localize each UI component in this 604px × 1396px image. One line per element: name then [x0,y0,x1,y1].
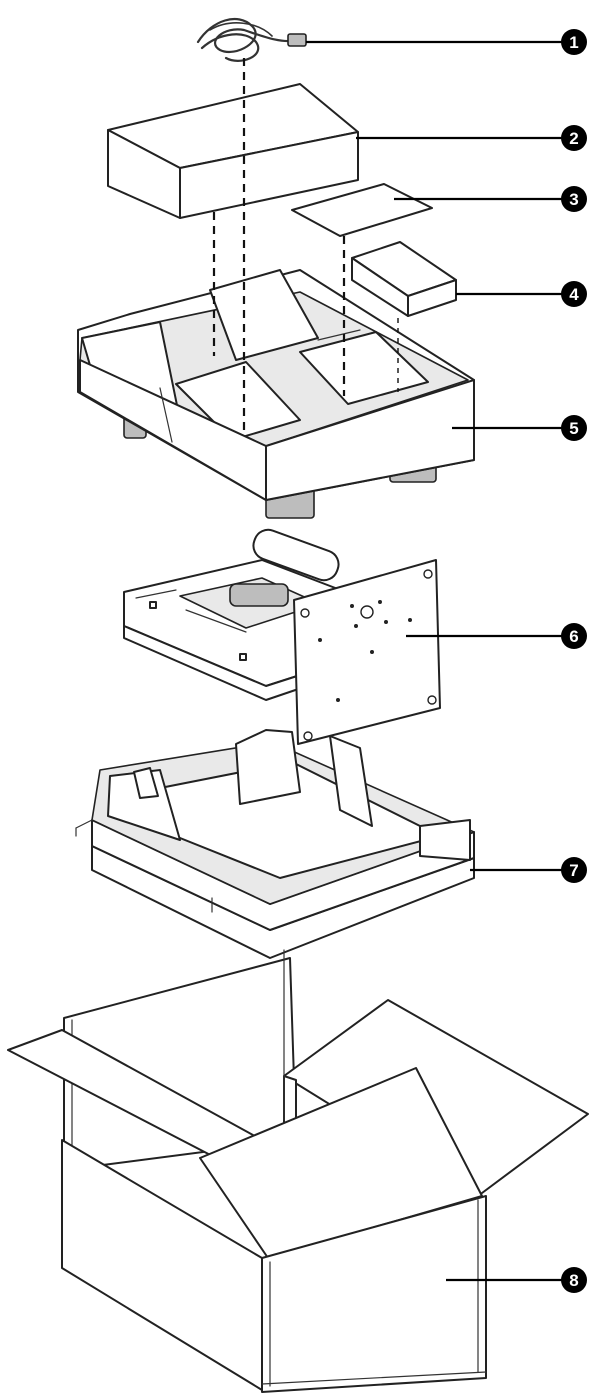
callout-1: 1 [306,29,587,55]
callout-5-number: 5 [569,419,578,438]
document-sheet [291,183,433,237]
callout-6: 6 [406,623,587,649]
monitor [123,528,441,745]
small-box [351,241,457,317]
assembly-guide-lines [212,58,399,1121]
callout-2-number: 2 [569,129,578,148]
callouts: 1 2 3 4 5 6 7 [306,29,587,1293]
callout-3-number: 3 [569,190,578,209]
top-foam-cushion [77,269,475,519]
callout-7-number: 7 [569,861,578,880]
callout-8-number: 8 [569,1271,578,1290]
callout-4: 4 [456,281,587,307]
carton [7,957,589,1393]
callout-5: 5 [452,415,587,441]
callout-4-number: 4 [569,285,579,304]
callout-2: 2 [356,125,587,151]
callout-8: 8 [446,1267,587,1293]
callout-3: 3 [394,186,587,212]
bottom-foam-cushion [75,729,475,959]
callout-7: 7 [470,857,587,883]
callout-6-number: 6 [569,627,578,646]
power-cord [196,17,307,62]
accessory-box [107,83,359,219]
callout-1-number: 1 [569,33,578,52]
